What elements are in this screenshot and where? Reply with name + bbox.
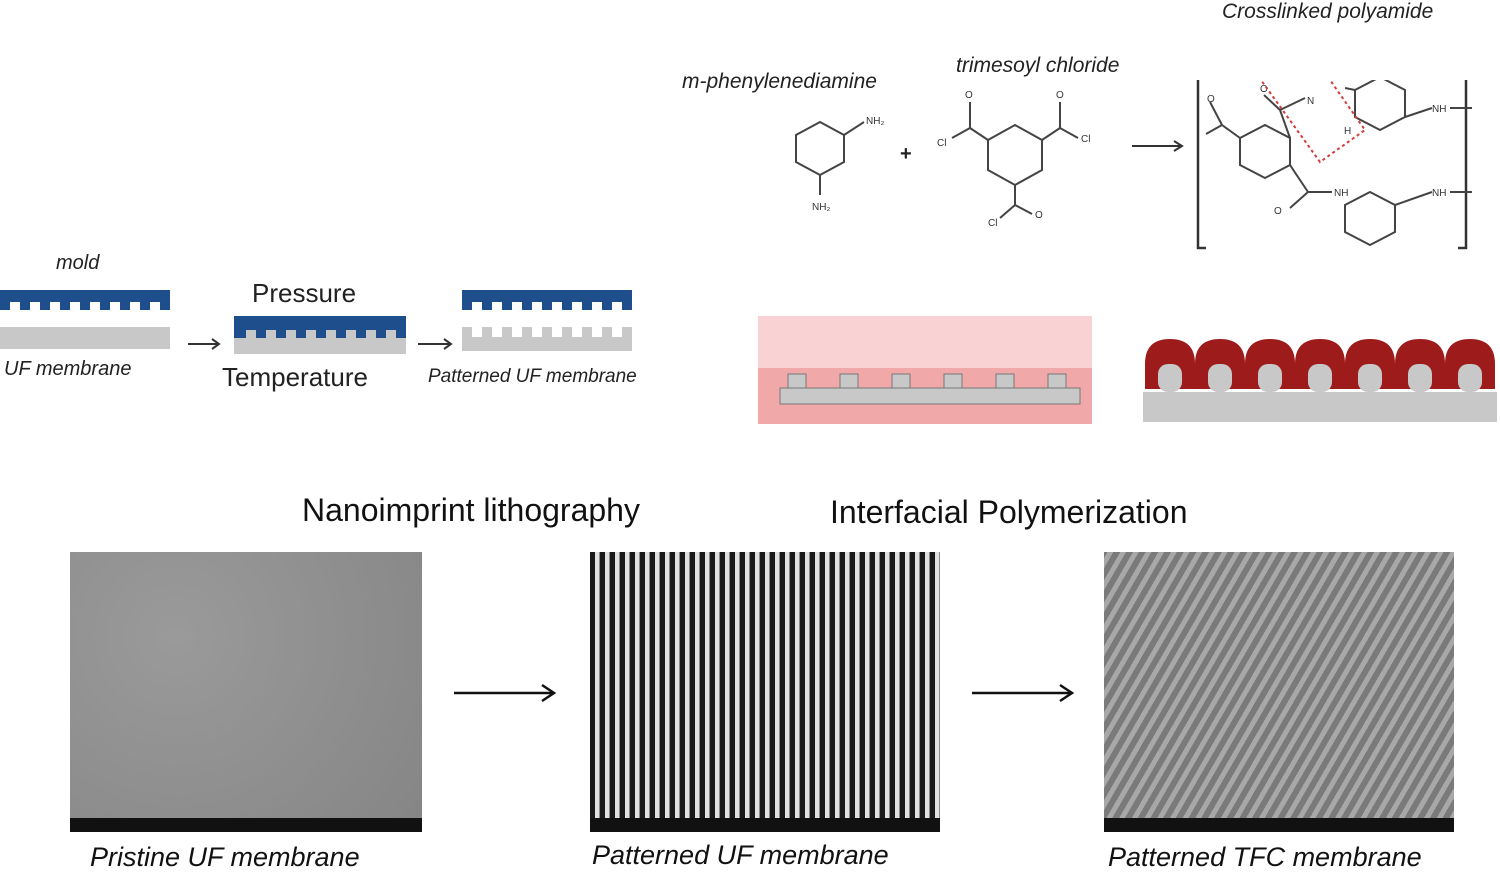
arrow-to-press — [188, 338, 221, 350]
patterned-uf-label: Patterned UF membrane — [428, 366, 637, 387]
sem-arrow-2 — [972, 683, 1075, 703]
pressed-membrane — [234, 338, 406, 354]
mpd-molecule — [795, 120, 865, 195]
tmc-molecule — [951, 102, 1079, 219]
tmc-cl-right: Cl — [1081, 134, 1090, 145]
caption-patterned-tfc: Patterned TFC membrane — [1108, 842, 1422, 872]
tmc-o-left: O — [965, 90, 973, 101]
pressed-mold — [234, 316, 406, 338]
mpd-nh2-bottom: NH₂ — [812, 202, 830, 213]
pa-nh-top: NH — [1432, 104, 1446, 115]
ip-section-title: Interfacial Polymerization — [830, 494, 1188, 530]
m-phenylenediamine-label: m-phenylenediamine — [682, 70, 877, 93]
mpd-nh2-top: NH₂ — [866, 116, 884, 127]
reaction-arrow — [1132, 140, 1184, 152]
sem-databar — [590, 818, 940, 832]
caption-pristine: Pristine UF membrane — [90, 842, 360, 872]
tmc-o-right: O — [1056, 90, 1064, 101]
patterned-uf-stack — [462, 290, 632, 351]
trimesoyl-chloride-label: trimesoyl chloride — [956, 54, 1120, 77]
sem-patterned-uf — [590, 552, 940, 832]
lifted-mold — [462, 290, 632, 310]
caption-patterned-uf: Patterned UF membrane — [592, 840, 889, 870]
pa-nh-bottom: NH — [1432, 188, 1446, 199]
pa-o-left: O — [1207, 94, 1215, 105]
reaction-scheme: NH₂ NH₂ + Cl Cl Cl O O O — [795, 80, 1472, 250]
crosslinked-polyamide-label: Crosslinked polyamide — [1222, 0, 1434, 23]
sem-arrow-1 — [454, 683, 557, 703]
pa-o-top: O — [1260, 84, 1268, 95]
pa-n: N — [1307, 96, 1314, 107]
mold-label: mold — [56, 252, 100, 274]
temperature-label: Temperature — [222, 362, 368, 392]
uf-membrane-label: UF membrane — [4, 358, 132, 380]
patterned-membrane — [462, 327, 632, 351]
pa-o-bottom: O — [1274, 206, 1282, 217]
sem-databar — [1104, 818, 1454, 832]
mold-teeth — [10, 302, 160, 310]
plus-sign: + — [900, 143, 912, 165]
tfc-membrane-schematic — [1143, 339, 1497, 422]
tmc-cl-left: Cl — [937, 138, 946, 149]
tmc-o-bottom: O — [1035, 210, 1043, 221]
arrow-to-patterned — [418, 338, 453, 350]
tfc-support — [1143, 364, 1497, 422]
polyamide-structure — [1205, 80, 1472, 247]
pressed-stack — [234, 316, 406, 354]
pa-h: H — [1344, 126, 1351, 137]
nil-section-title: Nanoimprint lithography — [302, 492, 640, 528]
polymer-brackets — [1196, 80, 1468, 250]
sem-patterned-tfc — [1104, 552, 1454, 832]
ip-solution-schematic — [758, 316, 1092, 424]
sem-pristine — [70, 552, 422, 832]
sem-databar — [70, 818, 422, 832]
tmc-cl-bottom: Cl — [988, 218, 997, 229]
membrane-in-solution — [779, 373, 1081, 405]
uf-membrane-block — [0, 327, 170, 349]
mold-and-membrane — [0, 290, 170, 349]
pa-nh-mid: NH — [1334, 188, 1348, 199]
mold-block — [0, 290, 170, 310]
pressure-label: Pressure — [252, 278, 357, 308]
